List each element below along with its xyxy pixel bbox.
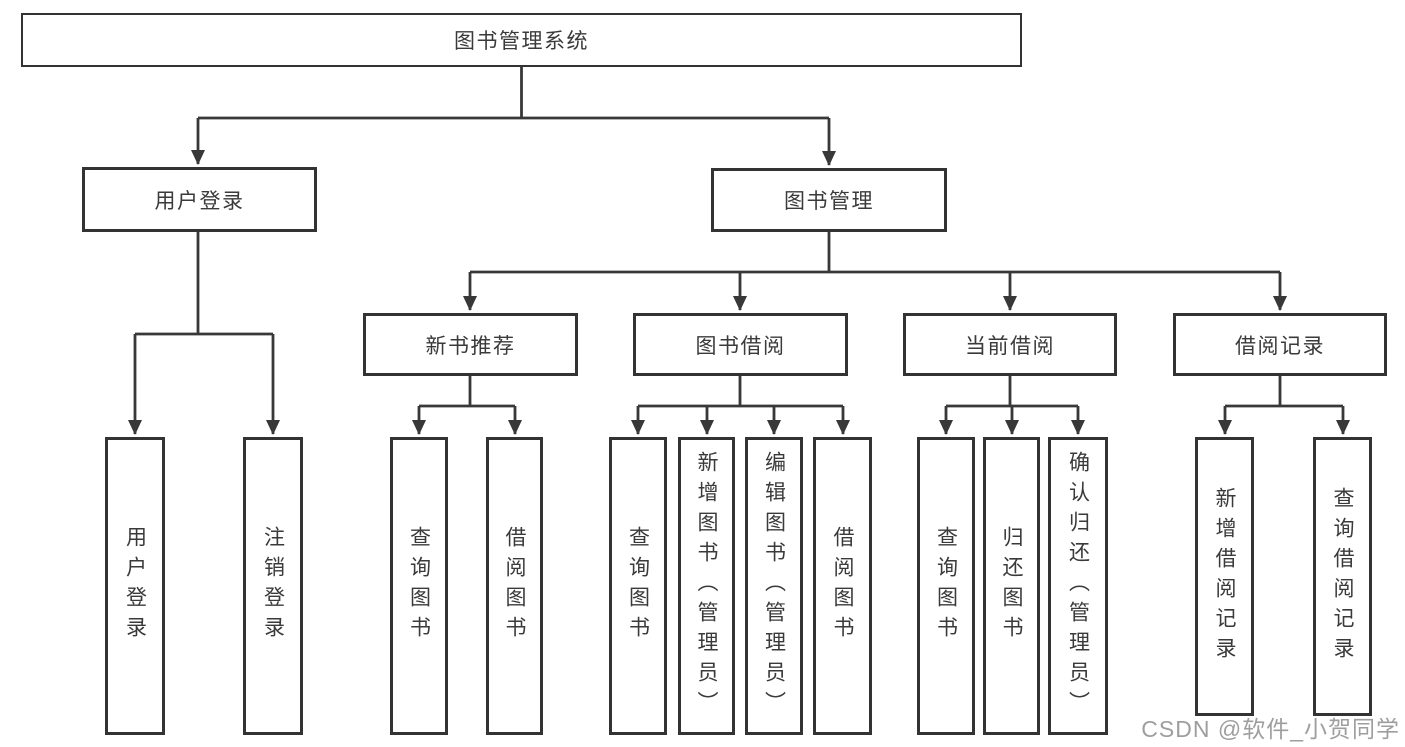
leaf-bb-query-label: 查询图书 xyxy=(626,526,650,646)
node-borrow-records: 借阅记录 xyxy=(1173,313,1387,376)
leaf-bb-borrow: 借阅图书 xyxy=(813,437,872,735)
leaf-br-add-label: 新增借阅记录 xyxy=(1213,486,1236,667)
leaf-bb-edit-label: 编辑图书（管理员） xyxy=(762,451,786,721)
leaf-cb-confirm-label: 确认归还（管理员） xyxy=(1066,451,1090,721)
node-new-book-rec: 新书推荐 xyxy=(363,313,578,376)
node-current-borrow-label: 当前借阅 xyxy=(965,334,1055,358)
leaf-cb-return-label: 归还图书 xyxy=(1000,526,1023,646)
leaf-nb-borrow-label: 借阅图书 xyxy=(503,526,526,646)
node-book-mgmt-label: 图书管理 xyxy=(784,190,874,213)
node-borrow-records-label: 借阅记录 xyxy=(1235,334,1325,358)
leaf-br-query-label: 查询借阅记录 xyxy=(1331,486,1354,667)
node-new-book-rec-label: 新书推荐 xyxy=(425,334,516,358)
leaf-bb-add: 新增图书（管理员） xyxy=(678,437,735,735)
node-user-login: 用户登录 xyxy=(82,167,317,232)
node-user-login-label: 用户登录 xyxy=(154,189,245,213)
node-root: 图书管理系统 xyxy=(21,13,1022,67)
leaf-user-login-label: 用户登录 xyxy=(123,526,147,646)
leaf-bb-add-label: 新增图书（管理员） xyxy=(695,451,718,721)
leaf-logout: 注销登录 xyxy=(243,437,303,735)
leaf-br-add: 新增借阅记录 xyxy=(1195,437,1254,716)
leaf-nb-borrow: 借阅图书 xyxy=(486,437,543,735)
leaf-cb-confirm: 确认归还（管理员） xyxy=(1048,437,1108,735)
node-current-borrow: 当前借阅 xyxy=(903,313,1117,376)
leaf-user-login: 用户登录 xyxy=(105,437,165,735)
leaf-br-query: 查询借阅记录 xyxy=(1313,437,1372,716)
node-root-label: 图书管理系统 xyxy=(454,30,589,53)
leaf-nb-query: 查询图书 xyxy=(390,437,448,735)
node-book-mgmt: 图书管理 xyxy=(711,168,947,232)
leaf-bb-query: 查询图书 xyxy=(609,437,667,735)
leaf-logout-label: 注销登录 xyxy=(261,526,285,646)
node-book-borrow-label: 图书借阅 xyxy=(695,334,786,358)
leaf-nb-query-label: 查询图书 xyxy=(407,526,431,646)
leaf-cb-return: 归还图书 xyxy=(983,437,1040,735)
leaf-bb-edit: 编辑图书（管理员） xyxy=(745,437,803,735)
node-book-borrow: 图书借阅 xyxy=(633,313,848,376)
leaf-bb-borrow-label: 借阅图书 xyxy=(831,526,854,646)
leaf-cb-query: 查询图书 xyxy=(917,437,975,735)
leaf-cb-query-label: 查询图书 xyxy=(934,526,958,646)
